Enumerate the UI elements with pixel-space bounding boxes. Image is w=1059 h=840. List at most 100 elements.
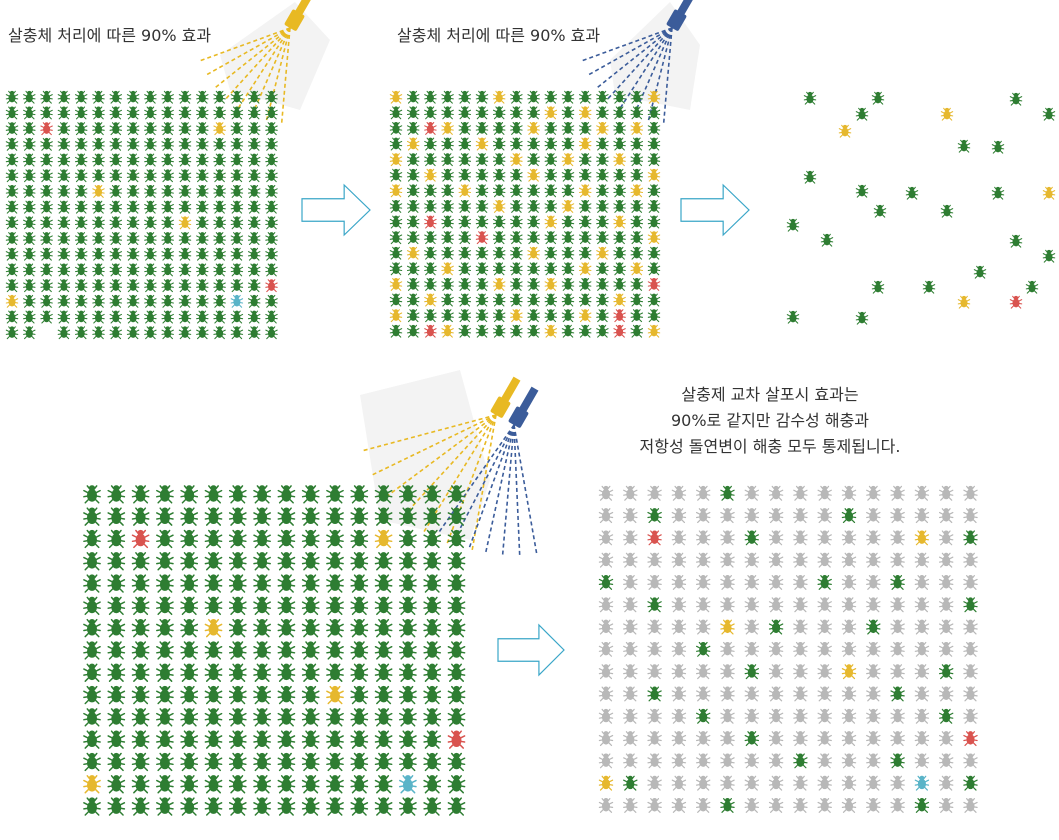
insect-icon bbox=[695, 485, 711, 501]
insect-icon bbox=[23, 294, 36, 308]
insect-icon bbox=[265, 169, 278, 183]
insect-icon bbox=[144, 153, 157, 167]
insect-icon bbox=[695, 664, 711, 680]
insect-icon bbox=[647, 246, 661, 260]
insect-icon bbox=[744, 753, 760, 769]
insect-icon bbox=[406, 137, 420, 151]
insect-icon bbox=[389, 106, 403, 120]
insect-icon bbox=[277, 507, 296, 526]
insect-icon bbox=[196, 247, 209, 261]
insect-icon bbox=[596, 246, 609, 260]
insect-icon bbox=[458, 293, 472, 307]
insect-icon bbox=[109, 310, 123, 324]
insect-icon bbox=[424, 137, 437, 151]
insect-icon bbox=[406, 324, 420, 338]
insect-icon bbox=[5, 216, 19, 230]
insect-icon bbox=[23, 279, 36, 293]
insect-icon bbox=[720, 574, 735, 590]
insect-icon bbox=[92, 294, 105, 308]
insect-icon bbox=[793, 664, 808, 680]
insect-icon bbox=[510, 246, 523, 260]
insect-grid-cross-spray-before bbox=[83, 485, 466, 816]
insect-icon bbox=[492, 90, 506, 104]
insect-icon bbox=[196, 122, 209, 136]
insect-icon bbox=[389, 137, 403, 151]
insect-icon bbox=[374, 663, 393, 682]
insect-icon bbox=[247, 232, 261, 245]
insect-icon bbox=[458, 246, 472, 260]
insect-icon bbox=[161, 279, 174, 293]
insect-icon bbox=[1042, 107, 1056, 121]
insect-icon bbox=[793, 731, 808, 747]
insect-icon bbox=[447, 708, 466, 727]
insect-icon bbox=[83, 775, 101, 794]
insect-icon bbox=[131, 507, 150, 526]
insect-icon bbox=[458, 199, 472, 213]
insect-icon bbox=[671, 753, 687, 769]
insect-icon bbox=[424, 153, 437, 167]
insect-icon bbox=[623, 753, 638, 769]
insect-icon bbox=[890, 485, 905, 501]
insect-icon bbox=[623, 731, 638, 747]
insect-icon bbox=[613, 231, 626, 245]
insect-icon bbox=[277, 574, 296, 593]
insect-icon bbox=[475, 231, 489, 245]
right-arrow-icon bbox=[497, 623, 565, 677]
insect-icon bbox=[161, 232, 174, 245]
insect-icon bbox=[196, 326, 209, 340]
insect-icon bbox=[57, 184, 71, 198]
insect-icon bbox=[109, 169, 123, 183]
insect-icon bbox=[695, 552, 711, 568]
insect-icon bbox=[561, 215, 575, 229]
insect-icon bbox=[623, 574, 638, 590]
insect-icon bbox=[578, 90, 592, 104]
insect-icon bbox=[265, 216, 278, 230]
insect-icon bbox=[793, 641, 808, 657]
insect-icon bbox=[92, 216, 105, 230]
insect-icon bbox=[230, 310, 244, 324]
insect-icon bbox=[720, 508, 735, 524]
insect-icon bbox=[247, 106, 261, 120]
insect-icon bbox=[441, 137, 454, 151]
insect-icon bbox=[447, 574, 466, 593]
insect-icon bbox=[144, 106, 157, 120]
insect-icon bbox=[180, 529, 199, 549]
insect-icon bbox=[57, 106, 71, 120]
insect-icon bbox=[204, 529, 223, 549]
insect-icon bbox=[389, 324, 403, 338]
insect-icon bbox=[204, 708, 223, 727]
insect-icon bbox=[406, 121, 420, 135]
insect-icon bbox=[544, 324, 558, 338]
insect-icon bbox=[107, 685, 126, 705]
insect-icon bbox=[544, 168, 558, 182]
insect-icon bbox=[57, 263, 71, 277]
insect-icon bbox=[527, 324, 540, 338]
insect-icon bbox=[720, 753, 735, 769]
insect-icon bbox=[647, 215, 661, 229]
insect-icon bbox=[74, 90, 88, 104]
insect-icon bbox=[561, 246, 575, 260]
insect-icon bbox=[57, 169, 71, 183]
insect-icon bbox=[890, 708, 905, 724]
insect-icon bbox=[647, 641, 662, 657]
insect-icon bbox=[744, 686, 760, 702]
insect-icon bbox=[744, 485, 760, 501]
insect-icon bbox=[838, 124, 852, 138]
insect-icon bbox=[57, 326, 71, 340]
insect-icon bbox=[866, 731, 881, 747]
insect-icon bbox=[578, 137, 592, 151]
insect-icon bbox=[109, 184, 123, 198]
insect-icon bbox=[277, 775, 296, 794]
insect-icon bbox=[890, 574, 905, 590]
insect-icon bbox=[180, 730, 199, 749]
insect-icon bbox=[596, 168, 609, 182]
insect-icon bbox=[441, 168, 454, 182]
insect-icon bbox=[963, 641, 978, 657]
insect-icon bbox=[204, 618, 223, 638]
insect-icon bbox=[578, 231, 592, 245]
insect-icon bbox=[623, 641, 638, 657]
insect-icon bbox=[228, 708, 247, 727]
insect-icon bbox=[820, 233, 834, 247]
insect-icon bbox=[374, 730, 393, 749]
insect-icon bbox=[768, 664, 784, 680]
